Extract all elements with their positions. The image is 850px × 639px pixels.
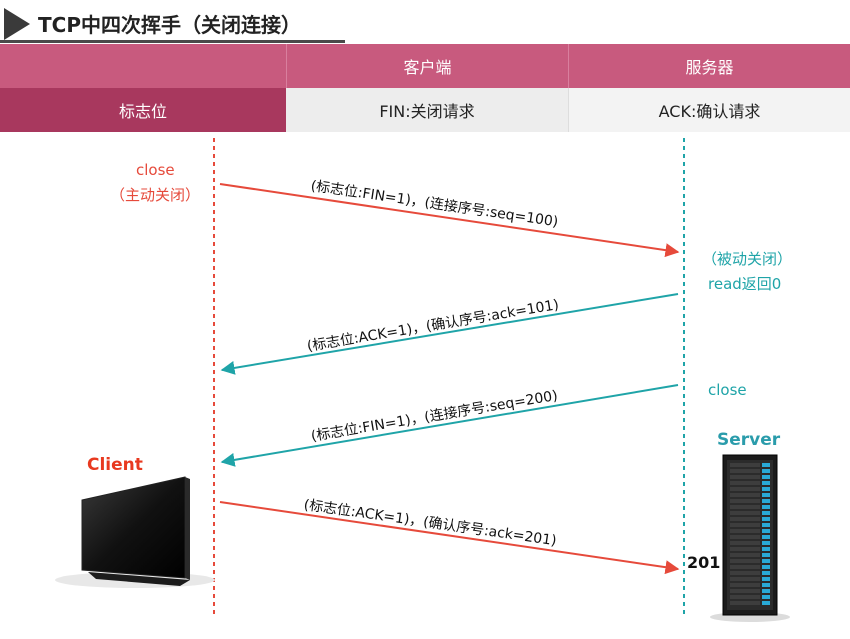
rack-slot <box>730 463 760 467</box>
rack-slot <box>730 517 760 521</box>
arrow-fin-1 <box>219 183 680 258</box>
rack-slot <box>730 583 760 587</box>
rack-led <box>762 577 770 581</box>
rack-slot <box>730 511 760 515</box>
rack-led <box>762 541 770 545</box>
rack-slot <box>730 565 760 569</box>
rack-slot <box>730 601 760 605</box>
rack-led <box>762 601 770 605</box>
table-cell-ack: ACK:确认请求 <box>568 88 850 132</box>
rack-led <box>762 553 770 557</box>
rack-led <box>762 475 770 479</box>
rack-led <box>762 559 770 563</box>
rack-slot <box>730 571 760 575</box>
table-header-client: 客户端 <box>286 44 568 88</box>
title-text: TCP中四次挥手（关闭连接） <box>38 13 301 37</box>
rack-slot <box>730 469 760 473</box>
rack-led <box>762 463 770 467</box>
client-monitor-icon <box>55 476 215 588</box>
server-close-label: close <box>708 381 747 399</box>
flag-table: 客户端 服务器 标志位 FIN:关闭请求 ACK:确认请求 <box>0 44 850 132</box>
rack-led <box>762 565 770 569</box>
rack-slot <box>730 499 760 503</box>
rack-slot <box>730 487 760 491</box>
rack-led <box>762 583 770 587</box>
rack-slot <box>730 523 760 527</box>
ack-value-label: 201 <box>687 553 721 572</box>
rack-led <box>762 535 770 539</box>
rack-slot <box>730 481 760 485</box>
rack-led <box>762 505 770 509</box>
table-header-empty <box>0 44 286 88</box>
slide-title: TCP中四次挥手（关闭连接） <box>0 0 345 44</box>
client-close-label: close <box>136 161 175 179</box>
rack-slot <box>730 541 760 545</box>
rack-slot <box>730 475 760 479</box>
client-active-close-label: （主动关闭） <box>110 186 201 204</box>
arrow-ack-1 <box>220 293 679 375</box>
rack-slot <box>730 553 760 557</box>
rack-slot <box>730 589 760 593</box>
rack-slot <box>730 493 760 497</box>
rack-led <box>762 493 770 497</box>
table-header-server: 服务器 <box>568 44 850 88</box>
rack-led <box>762 529 770 533</box>
rack-led <box>762 517 770 521</box>
rack-slot <box>730 547 760 551</box>
rack-slot <box>730 505 760 509</box>
rack-slot <box>730 535 760 539</box>
title-triangle-icon <box>4 8 30 40</box>
rack-led <box>762 523 770 527</box>
server-read-label: read返回0 <box>708 275 782 293</box>
server-title: Server <box>717 430 781 450</box>
arrow-ack-2 <box>219 501 680 575</box>
rack-led <box>762 499 770 503</box>
rack-led <box>762 487 770 491</box>
client-title: Client <box>87 455 143 475</box>
rack-slot <box>730 577 760 581</box>
rack-led <box>762 469 770 473</box>
title-underline <box>0 40 345 43</box>
rack-led <box>762 511 770 515</box>
arrow-fin-2 <box>220 384 679 467</box>
rack-led <box>762 595 770 599</box>
rack-slot <box>730 559 760 563</box>
rack-led <box>762 571 770 575</box>
rack-led <box>762 481 770 485</box>
server-passive-close-label: （被动关闭） <box>702 250 793 268</box>
table-row-label: 标志位 <box>0 88 286 132</box>
server-rack-icon <box>710 454 790 622</box>
rack-led <box>762 589 770 593</box>
table-cell-fin: FIN:关闭请求 <box>286 88 568 132</box>
rack-led <box>762 547 770 551</box>
rack-slot <box>730 595 760 599</box>
rack-slot <box>730 529 760 533</box>
